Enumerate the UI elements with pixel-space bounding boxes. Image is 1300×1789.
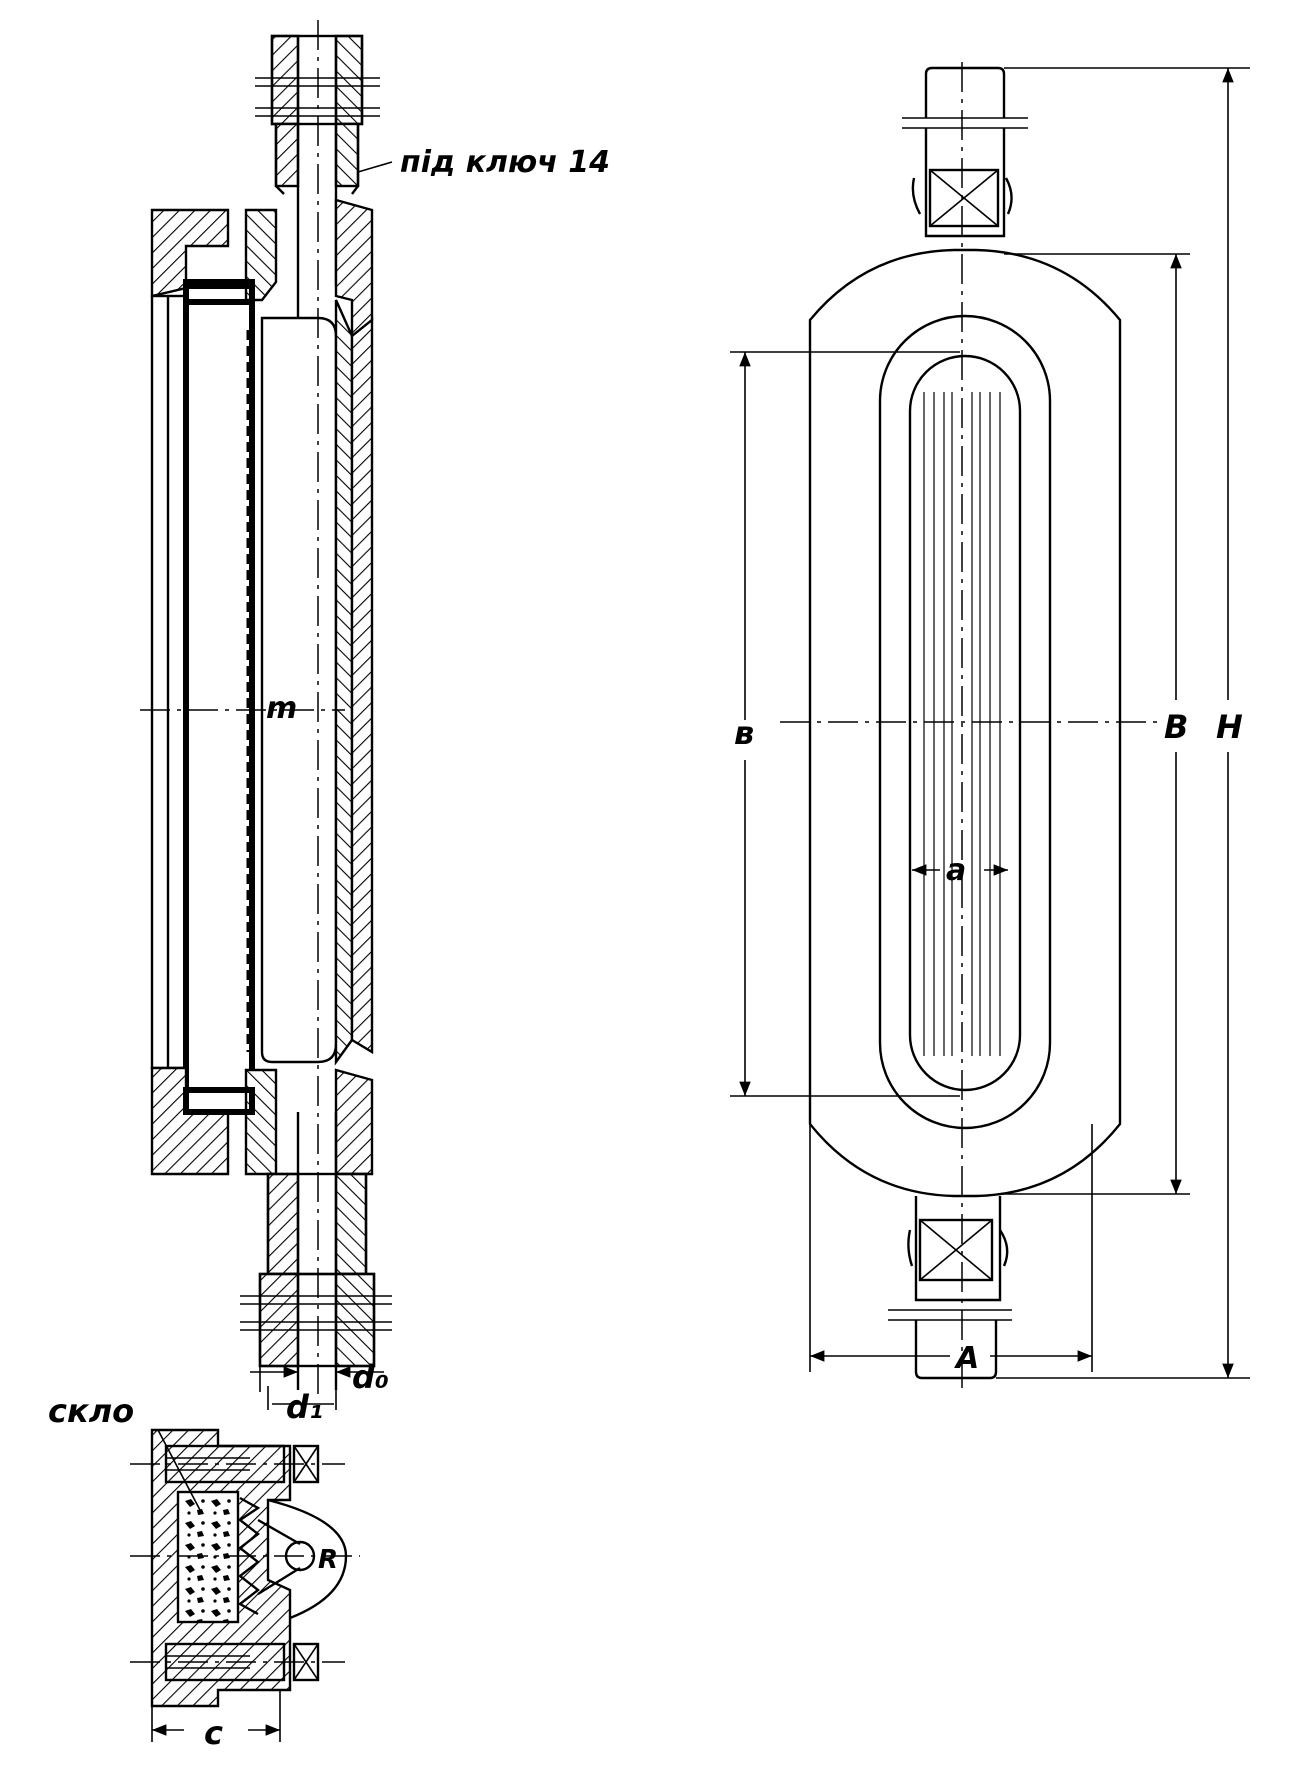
glass-label: скло xyxy=(48,1392,134,1430)
d0-label: d₀ xyxy=(352,1358,389,1396)
m-label: m xyxy=(266,691,297,726)
a-label: a xyxy=(946,853,966,888)
c-label: c xyxy=(204,1714,223,1752)
section-view: під ключ 14 m d₀ d₁ xyxy=(140,20,610,1426)
gauge-body-outline xyxy=(808,248,1122,1198)
top-nut xyxy=(902,66,1028,238)
glass-window xyxy=(908,354,1022,1092)
dimension-A xyxy=(809,1124,1093,1372)
H-label: H xyxy=(1216,708,1243,746)
dimension-d0 xyxy=(250,1366,384,1392)
b-label: в xyxy=(734,714,754,752)
dimension-d1 xyxy=(267,1386,337,1410)
B-label: B xyxy=(1164,708,1188,746)
r-label: R xyxy=(318,1545,338,1575)
d1-label: d₁ xyxy=(286,1388,323,1426)
main-body xyxy=(150,283,374,1093)
dimension-H xyxy=(996,67,1250,1379)
front-view: в a B H A xyxy=(730,62,1250,1392)
dimension-b xyxy=(730,351,960,1097)
bottom-housing xyxy=(150,1066,374,1176)
glass-lamellae xyxy=(923,392,1001,1056)
top-fitting xyxy=(255,34,393,286)
dimension-c xyxy=(151,1690,281,1742)
bottom-nut xyxy=(888,1196,1012,1380)
A-label: A xyxy=(954,1341,979,1376)
wrench-label: під ключ 14 xyxy=(400,145,610,180)
cross-section-view: скло R c xyxy=(48,1392,360,1752)
glass-pane xyxy=(176,1490,240,1624)
top-housing xyxy=(150,198,374,339)
bottom-fitting xyxy=(240,1112,392,1390)
dimension-B xyxy=(1000,253,1190,1195)
